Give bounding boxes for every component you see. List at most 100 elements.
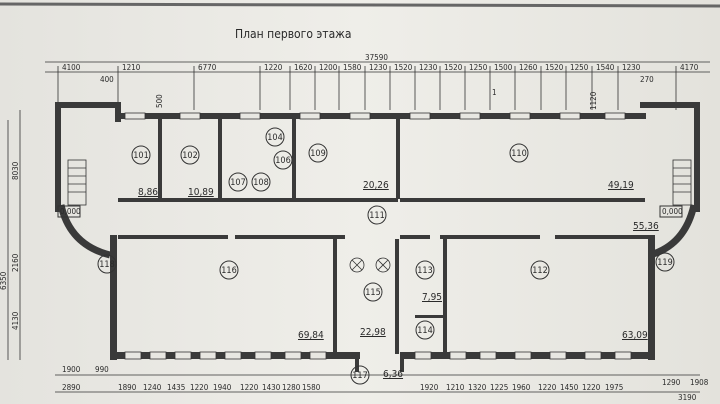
dim-6350: 6350	[0, 271, 8, 290]
window	[514, 351, 532, 360]
bottom-dimension: 1435	[167, 383, 185, 392]
windows	[124, 112, 632, 360]
room-number-circle	[97, 254, 117, 274]
overall-dimension: 37590	[365, 53, 388, 62]
window	[124, 112, 146, 120]
room-number-circle	[509, 143, 529, 163]
room-area: 10,89	[188, 187, 214, 198]
top-dimension: 1230	[622, 63, 641, 72]
dim-1290: 1290	[662, 378, 681, 387]
room-area: 69,84	[298, 330, 324, 341]
dim-1908: 1908	[690, 378, 709, 387]
top-dimension: 1520	[545, 63, 564, 72]
room-number-circle	[219, 260, 239, 280]
level-box-right	[659, 205, 683, 218]
bottom-dimension: 1940	[213, 383, 232, 392]
room-number: 106	[275, 156, 290, 166]
top-dimension: 1520	[394, 63, 413, 72]
bottom-dimension: 1225	[490, 383, 508, 392]
dim-270: 270	[640, 75, 654, 84]
top-dimension: 1580	[343, 63, 362, 72]
room-number-circle	[265, 127, 285, 147]
window	[299, 112, 321, 120]
room-number-circle	[530, 260, 550, 280]
top-dimension: 1540	[596, 63, 615, 72]
window	[174, 351, 192, 360]
room-number-circle	[228, 172, 248, 192]
bottom-dimension: 1450	[560, 383, 579, 392]
bottom-dimension: 1890	[118, 383, 137, 392]
plan-title: План первого этажа	[235, 27, 352, 41]
room-number: 115	[365, 288, 380, 298]
room-number-circle	[251, 172, 271, 192]
bottom-dimension: 1920	[420, 383, 439, 392]
page-edge	[0, 2, 720, 8]
dim-4130: 4130	[11, 311, 20, 330]
window	[239, 112, 261, 120]
room-number: 116	[221, 266, 236, 276]
top-dimension: 1200	[319, 63, 338, 72]
room-number: 108	[253, 178, 268, 188]
dim-1900: 1900	[62, 365, 81, 374]
window	[459, 112, 481, 120]
bottom-dimension: 1240	[143, 383, 162, 392]
bottom-dimension: 1580	[302, 383, 321, 392]
room-number-circle	[180, 145, 200, 165]
bottom-dimension: 1320	[468, 383, 487, 392]
dim-2160: 2160	[11, 253, 20, 272]
top-dimension: 4170	[680, 63, 699, 72]
dimension-lines	[7, 61, 710, 393]
bottom-dimension: 1220	[240, 383, 259, 392]
level-right: 0,000	[662, 207, 683, 216]
dim-3190: 3190	[678, 393, 697, 402]
bottom-dimension: 1220	[538, 383, 557, 392]
room-area: 7,95	[422, 292, 442, 303]
window	[604, 112, 626, 120]
bottom-dimension: 1960	[512, 383, 531, 392]
window	[409, 112, 431, 120]
window	[149, 351, 167, 360]
level-left: 0,000	[60, 207, 81, 216]
bottom-dimension: 1280	[282, 383, 301, 392]
dim-990: 990	[95, 365, 109, 374]
window	[479, 351, 497, 360]
bottom-dimension: 2890	[62, 383, 81, 392]
room-area: 6,36	[383, 369, 403, 380]
room-area: 20,26	[363, 180, 389, 191]
room-area: 55,36	[633, 221, 659, 232]
window	[254, 351, 272, 360]
window	[449, 351, 467, 360]
window	[309, 351, 327, 360]
top-dimension: 1520	[444, 63, 463, 72]
room-area: 22,98	[360, 327, 386, 338]
section-mark: 1	[492, 88, 497, 97]
dim-500: 500	[155, 94, 164, 108]
window	[414, 351, 432, 360]
top-dimension: 4100	[62, 63, 81, 72]
room-number-circle	[367, 205, 387, 225]
room-number: 101	[133, 151, 148, 161]
window	[614, 351, 632, 360]
top-dimension: 1210	[122, 63, 141, 72]
room-number-circle	[415, 320, 435, 340]
window	[509, 112, 531, 120]
bottom-dimension: 1210	[446, 383, 465, 392]
room-number: 119	[657, 258, 672, 268]
room-number: 113	[417, 266, 432, 276]
top-dimension: 1230	[369, 63, 388, 72]
top-dimension: 1230	[419, 63, 438, 72]
stairs	[67, 159, 692, 206]
room-number-circle	[131, 145, 151, 165]
room-number: 114	[417, 326, 432, 336]
dim-8030: 8030	[11, 161, 20, 180]
bottom-dimension: 1220	[190, 383, 209, 392]
dim-1120: 1120	[589, 91, 598, 110]
room-number-circle	[273, 150, 293, 170]
room-number-circle	[350, 365, 370, 385]
top-dimension: 6770	[198, 63, 217, 72]
